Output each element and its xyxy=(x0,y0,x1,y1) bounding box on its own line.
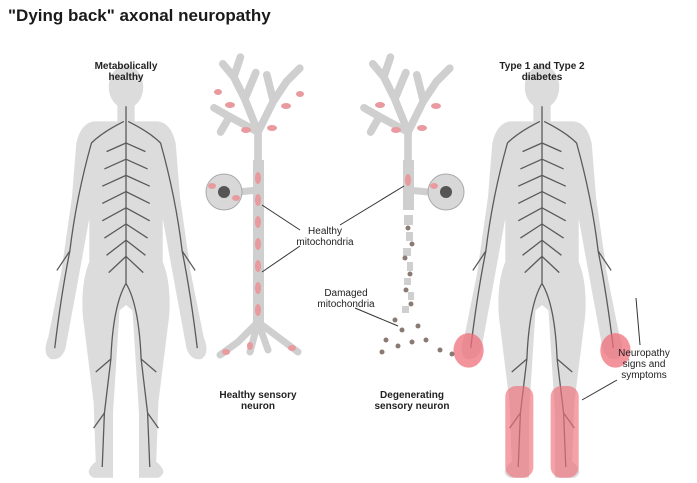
degenerating-axon-fragments xyxy=(402,215,414,313)
healthy-neuron xyxy=(205,57,304,359)
symptom-hand-left xyxy=(453,333,484,368)
symptom-leg-left xyxy=(505,386,534,478)
degenerating-mito-pink xyxy=(375,102,441,189)
damaged-mitochondria-dots xyxy=(379,225,455,357)
diagram-title: "Dying back" axonal neuropathy xyxy=(8,6,271,25)
symptom-leg-right xyxy=(550,386,579,478)
symptom-hand-right xyxy=(600,333,631,368)
healthy-mitochondria-dots xyxy=(208,89,304,355)
healthy-human-figure xyxy=(45,65,207,478)
leader-lines xyxy=(261,185,641,401)
diabetic-human-figure xyxy=(453,65,631,478)
degenerating-neuron xyxy=(364,57,465,357)
